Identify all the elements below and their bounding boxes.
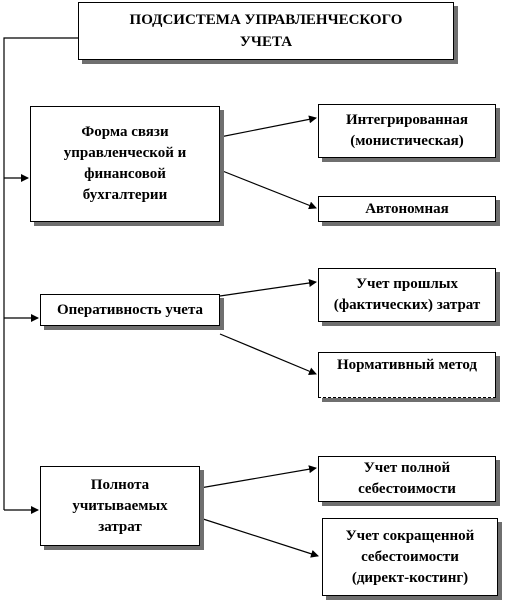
category-full-line-3: затрат	[98, 518, 142, 535]
category-full-line-2: учитываемых	[72, 497, 168, 514]
option-box-past: Учет прошлых (фактических) затрат	[318, 268, 496, 322]
option-box-auto: Автономная	[318, 196, 496, 222]
option-fullc-line-2: себестоимости	[358, 481, 456, 497]
option-short-line-2: себестоимости	[361, 548, 459, 565]
category-form-line-1: Форма связи	[81, 124, 169, 140]
category-box-oper: Оперативность учета	[40, 294, 220, 326]
diagram-title-box: ПОДСИСТЕМА УПРАВЛЕНЧЕСКОГО УЧЕТА	[78, 2, 454, 60]
category-form-line-4: бухгалтерии	[82, 187, 168, 203]
category-full-line-1: Полнота	[90, 476, 150, 493]
category-box-full: Полнота учитываемых затрат	[40, 466, 200, 546]
option-past-line-2: (фактических) затрат	[333, 297, 481, 313]
title-line-2: УЧЕТА	[239, 34, 293, 50]
category-oper-line-1: Оперативность учета	[56, 301, 204, 318]
option-integ-line-1: Интегрированная	[345, 112, 469, 128]
title-line-1: ПОДСИСТЕМА УПРАВЛЕНЧЕСКОГО	[129, 12, 403, 28]
arrow-form-integ	[219, 115, 317, 138]
option-fullc-line-1: Учет полной	[363, 460, 451, 476]
arrow-oper-past	[219, 279, 317, 297]
option-box-norm: Нормативный метод	[318, 352, 496, 398]
category-box-form: Форма связи управленческой и финансовой …	[30, 106, 220, 222]
option-past-line-1: Учет прошлых	[355, 276, 459, 292]
option-short-line-1: Учет сокращенной	[345, 527, 475, 544]
option-box-integ: Интегрированная (монистическая)	[318, 104, 496, 158]
category-form-line-3: финансовой	[84, 166, 166, 182]
arrow-full-short	[199, 517, 319, 558]
connector-title-trunk	[3, 37, 78, 510]
arrow-form-auto	[219, 169, 317, 210]
category-form-line-2: управленческой и	[63, 145, 187, 161]
option-short-line-3: (директ-костинг)	[351, 569, 469, 586]
arrow-oper-norm	[219, 333, 317, 375]
arrow-full-fullc	[199, 465, 317, 489]
option-norm-line-1: Нормативный метод	[336, 357, 478, 373]
option-box-fullc: Учет полной себестоимости	[318, 456, 496, 502]
option-integ-line-2: (монистическая)	[350, 133, 464, 149]
option-box-short: Учет сокращенной себестоимости (директ-к…	[322, 518, 498, 596]
option-auto-line-1: Автономная	[365, 200, 449, 217]
